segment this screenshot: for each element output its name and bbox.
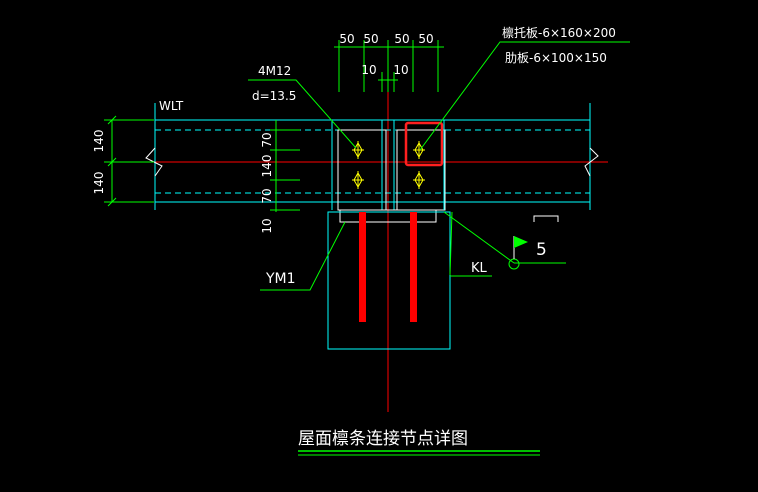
dim-top-4: 50: [418, 32, 433, 46]
label-hole: d=13.5: [252, 89, 296, 103]
dim-left-lower: 140: [92, 172, 106, 195]
label-bolts: 4M12: [258, 64, 291, 78]
drawing-title: 屋面檩条连接节点详图: [298, 429, 468, 449]
dim-top-inner-1: 10: [361, 63, 376, 77]
bolt-2: [352, 171, 364, 189]
label-web-plate: 肋板-6×100×150: [505, 50, 607, 65]
stiffener-plate: [337, 129, 446, 211]
highlight-box: [404, 121, 444, 167]
beam-kl-outline: [327, 211, 451, 350]
leader-lines: [248, 41, 630, 291]
bolt-3: [413, 141, 425, 159]
dim-top-inner-2: 10: [393, 63, 408, 77]
bolt-4: [413, 171, 425, 189]
label-embed-plate: YM1: [265, 271, 296, 287]
label-purlin: WLT: [159, 99, 184, 113]
label-beam: KL: [471, 261, 488, 276]
top-dimension-lines: [334, 40, 444, 92]
left-dimension-lines: [104, 115, 154, 207]
dim-mid-4: 10: [260, 218, 274, 233]
dim-top-3: 50: [394, 32, 409, 46]
detail-reference-symbol: [508, 215, 559, 270]
embed-plate: [339, 209, 437, 223]
mid-dimension-lines: [270, 120, 300, 212]
dim-mid-2: 140: [260, 155, 274, 178]
dim-top-1: 50: [339, 32, 354, 46]
dim-top-2: 50: [363, 32, 378, 46]
plate-cyan-outline: [331, 120, 445, 210]
dim-left-upper: 140: [92, 130, 106, 153]
anchor-bar-left: [359, 212, 366, 322]
anchor-bar-right: [410, 212, 417, 322]
dim-mid-1: 70: [260, 132, 274, 147]
label-stiffener-plate: 檩托板-6×160×200: [502, 25, 616, 40]
purlin-outline: [145, 103, 599, 210]
bolt-1: [352, 141, 364, 159]
dim-mid-3: 70: [260, 188, 274, 203]
detail-ref-number: 5: [536, 240, 547, 260]
